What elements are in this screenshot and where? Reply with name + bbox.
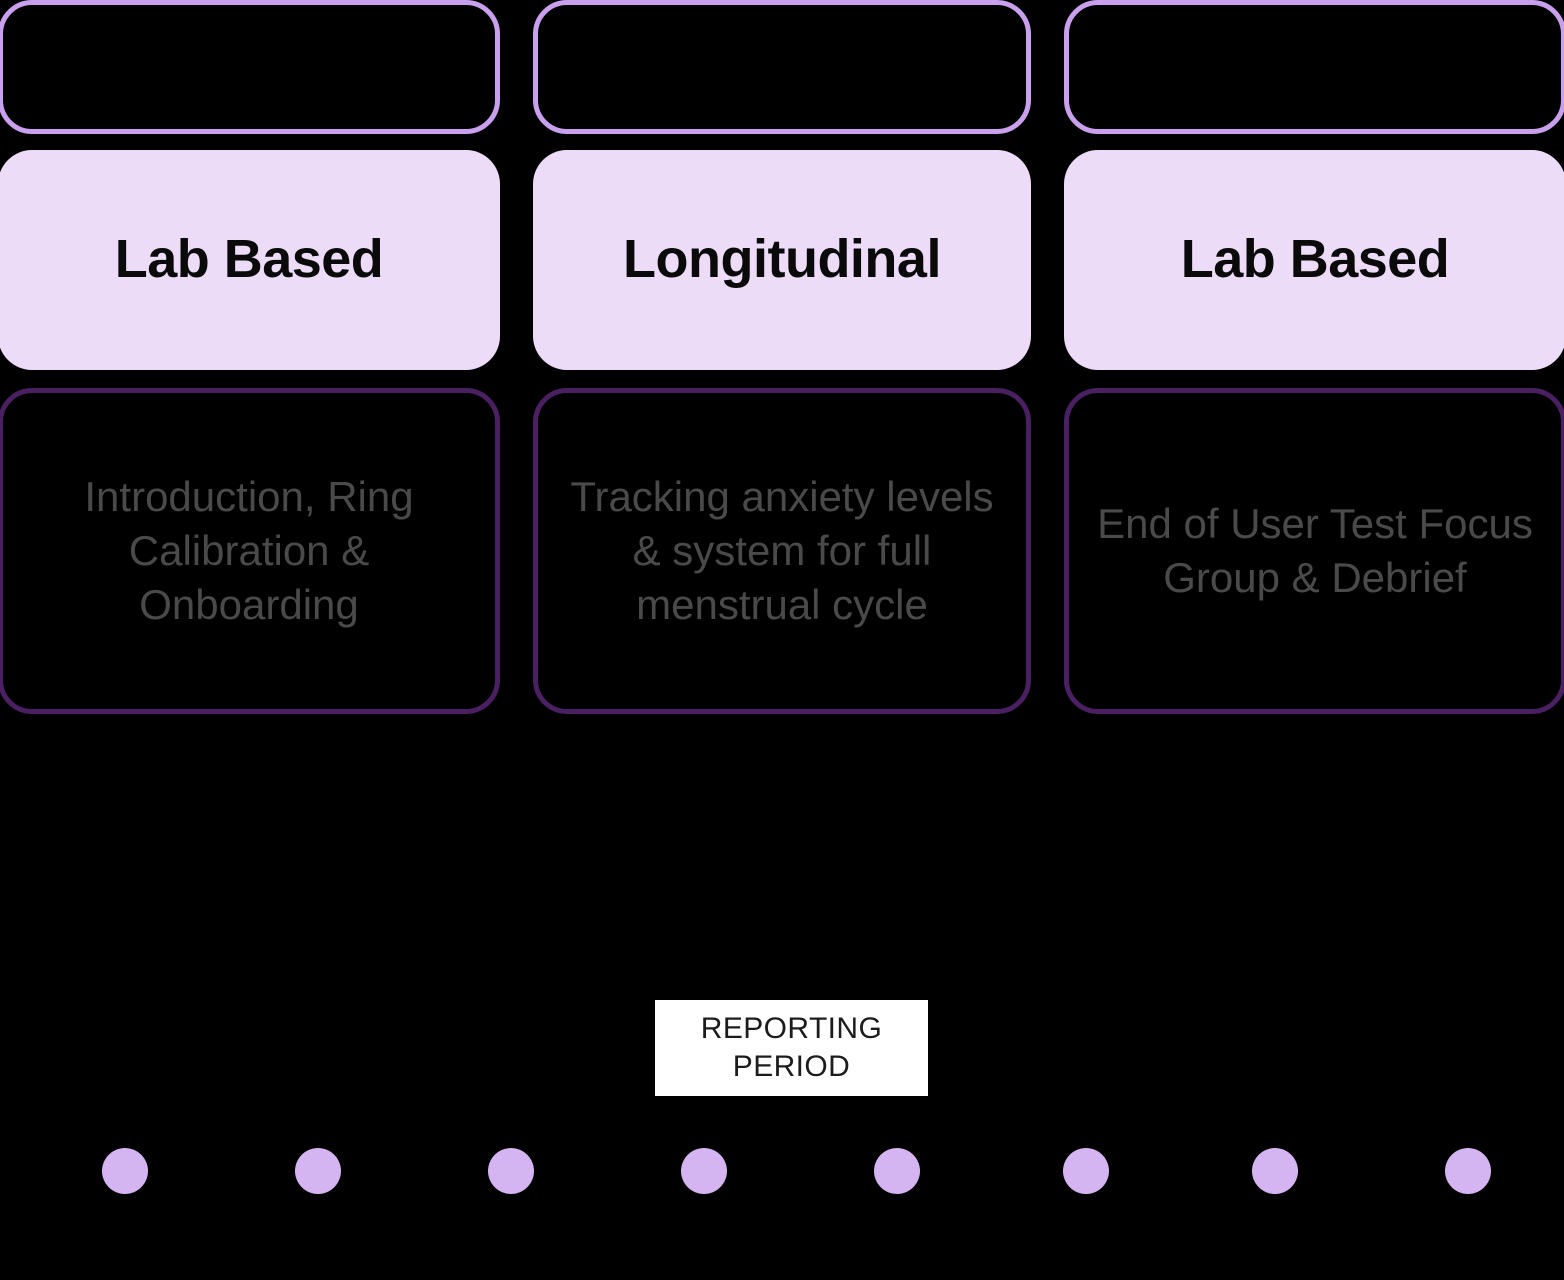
study-phase-column-1: Lab Based Introduction, Ring Calibration… [0,0,500,714]
phase-header-card-3 [1064,0,1564,134]
phase-title-1: Lab Based [114,229,384,290]
reporting-period-line-1: REPORTING [700,1011,883,1045]
phase-description-card-3: End of User Test Focus Group & Debrief [1064,388,1564,714]
phase-header-card-2 [533,0,1031,134]
reporting-period-label: REPORTING PERIOD [655,1000,928,1096]
study-phase-column-3: Lab Based End of User Test Focus Group &… [1064,0,1564,714]
study-phase-columns: Lab Based Introduction, Ring Calibration… [0,0,1564,714]
phase-description-2: Tracking anxiety levels & system for ful… [570,473,994,628]
timeline-dots-row [0,1148,1564,1200]
timeline-dot [488,1148,534,1194]
phase-title-3: Lab Based [1180,229,1450,290]
timeline-dot [1252,1148,1298,1194]
phase-description-3: End of User Test Focus Group & Debrief [1097,500,1533,601]
phase-description-card-1: Introduction, Ring Calibration & Onboard… [0,388,500,714]
phase-description-card-2: Tracking anxiety levels & system for ful… [533,388,1031,714]
phase-description-1: Introduction, Ring Calibration & Onboard… [84,473,414,628]
reporting-period-line-2: PERIOD [732,1050,851,1083]
timeline-dot [681,1148,727,1194]
study-phase-column-2: Longitudinal Tracking anxiety levels & s… [533,0,1031,714]
timeline-dot [874,1148,920,1194]
phase-header-card-1 [0,0,500,134]
timeline-dot [1445,1148,1491,1194]
phase-title-card-2: Longitudinal [533,150,1031,370]
timeline-dot [295,1148,341,1194]
phase-title-card-3: Lab Based [1064,150,1564,370]
phase-title-2: Longitudinal [623,229,941,290]
phase-title-card-1: Lab Based [0,150,500,370]
timeline-dot [102,1148,148,1194]
timeline-dot [1063,1148,1109,1194]
